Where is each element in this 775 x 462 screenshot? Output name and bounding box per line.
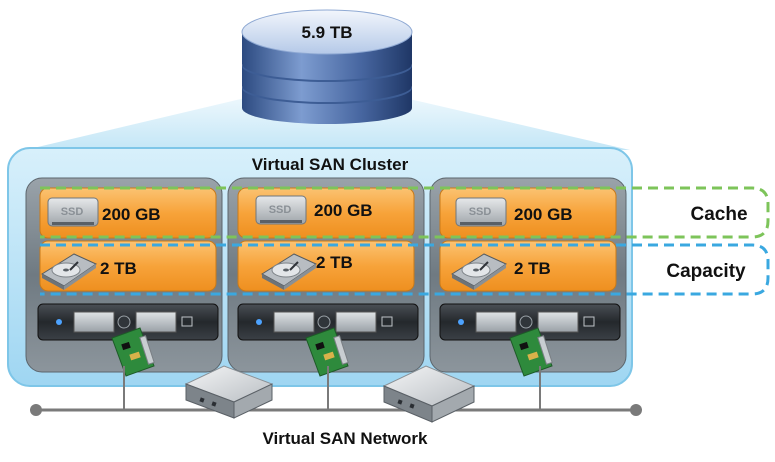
hard-disk-icon (41, 253, 98, 290)
ssd-label: SSD (61, 206, 84, 218)
cache-tier-label: Cache (690, 204, 747, 225)
server-chassis-icon (237, 303, 419, 341)
cache-size: 200 GB (102, 205, 161, 224)
host-2: SSD 200 GB 2 TB (227, 177, 425, 377)
ssd-icon: SSD (255, 195, 307, 225)
network-switch-icon (184, 365, 274, 419)
network-title: Virtual SAN Network (262, 429, 428, 448)
capacity-size: 2 TB (100, 259, 137, 278)
ssd-label: SSD (269, 204, 292, 216)
capacity-tier-label: Capacity (666, 261, 746, 282)
capacity-tier-outline (40, 243, 770, 296)
network-switch-icon (382, 365, 476, 423)
network-card-icon (509, 327, 553, 377)
cluster-title: Virtual SAN Cluster (252, 155, 409, 174)
capacity-disk-slot (39, 240, 217, 292)
server-chassis-icon (439, 303, 621, 341)
host-3: SSD 200 GB 2 TB (429, 177, 627, 377)
network-card-icon (305, 327, 349, 377)
cache-size: 200 GB (314, 201, 373, 220)
storage-projection (25, 98, 630, 150)
capacity-size: 2 TB (316, 253, 353, 272)
bus-endpoint-left (30, 404, 42, 416)
database-cylinder-icon (241, 9, 413, 124)
hard-disk-icon (451, 253, 508, 290)
capacity-size: 2 TB (514, 259, 551, 278)
ssd-label: SSD (469, 206, 492, 218)
cache-size: 200 GB (514, 205, 573, 224)
bus-endpoint-right (630, 404, 642, 416)
server-chassis-icon (37, 303, 219, 341)
network-card-icon (111, 327, 155, 377)
cache-tier-outline (40, 186, 770, 239)
storage-total: 5.9 TB (301, 23, 352, 42)
hard-disk-icon (261, 253, 318, 290)
host-1: SSD 200 GB 2 TB (25, 177, 223, 377)
ssd-icon: SSD (47, 197, 99, 227)
ssd-icon: SSD (455, 197, 507, 227)
